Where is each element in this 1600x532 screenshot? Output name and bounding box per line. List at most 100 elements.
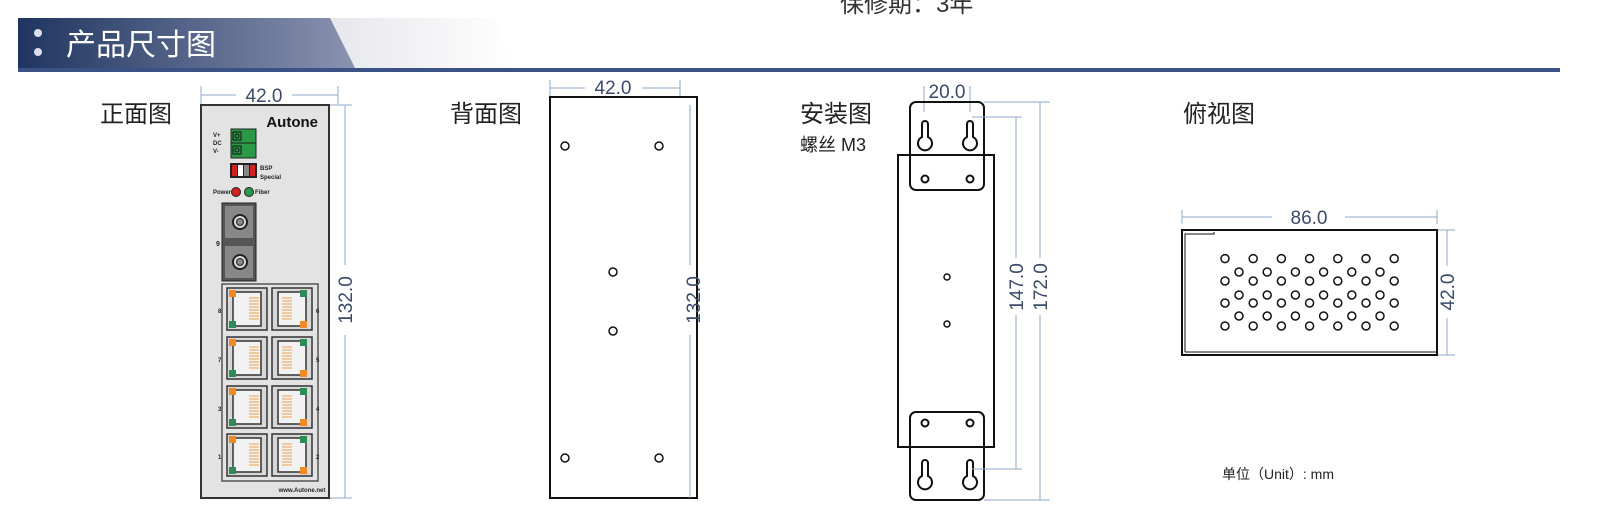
port-number-label: 7	[218, 358, 222, 364]
section-title: 产品尺寸图	[66, 29, 216, 62]
total-height-dim: 172.0	[1031, 263, 1052, 311]
vent-hole	[1304, 321, 1315, 331]
rj45-port: 8	[218, 287, 268, 331]
v-minus-label: V-	[213, 149, 219, 155]
dip-switch	[230, 163, 257, 178]
vent-hole	[1262, 290, 1272, 300]
vent-hole	[1361, 298, 1371, 308]
header-rule	[18, 68, 1560, 72]
top-depth-dim: 42.0	[1438, 274, 1459, 311]
vent-hole	[1389, 298, 1399, 308]
vent-hole	[1248, 321, 1258, 331]
port-number-label: 6	[316, 309, 320, 315]
vent-hole	[1290, 311, 1301, 321]
section-header: 保修期：3年 产品尺寸图	[18, 0, 1560, 72]
mount-view: 安装图 螺丝 M3 20.0 147.0 172.0	[800, 82, 1052, 501]
vent-hole	[1304, 276, 1315, 286]
rj45-ports: 8 6 7 5 3 4 1 2	[218, 287, 320, 477]
vent-hole	[1333, 321, 1343, 331]
vent-hole	[1248, 253, 1258, 264]
vent-hole	[1333, 276, 1343, 286]
power-terminal	[230, 128, 257, 159]
vent-hole	[1347, 267, 1357, 277]
port-number-label: 2	[316, 455, 320, 461]
screw-spec: 螺丝 M3	[800, 135, 866, 155]
top-width-dim: 86.0	[1291, 208, 1328, 229]
vent-holes	[1220, 253, 1399, 331]
vent-hole	[1234, 267, 1244, 277]
rj45-port: 1	[218, 433, 268, 477]
vent-hole	[1248, 276, 1258, 286]
front-view-label: 正面图	[100, 100, 172, 128]
top-view-label: 俯视图	[1183, 100, 1255, 128]
website-text: www.Autone.net	[278, 488, 326, 494]
vent-hole	[1375, 311, 1385, 321]
keyhole-icons	[917, 120, 978, 491]
front-width-dim: 42.0	[246, 86, 283, 107]
power-led-icon	[231, 187, 241, 197]
rj45-port: 6	[271, 287, 320, 331]
vent-hole	[1333, 298, 1343, 308]
vent-hole	[1262, 267, 1272, 277]
port-number-label: 4	[316, 407, 320, 413]
rj45-port: 7	[218, 336, 268, 380]
vent-hole	[1318, 311, 1329, 321]
vent-hole	[1234, 290, 1244, 300]
special-label: Special	[260, 175, 281, 181]
vent-hole	[1375, 290, 1385, 300]
back-height-dim: 132.0	[684, 276, 705, 324]
fiber-led-label: Fiber	[255, 190, 270, 196]
bracket-dim: 20.0	[929, 82, 966, 103]
vent-hole	[1276, 253, 1287, 264]
vent-hole	[1389, 276, 1399, 286]
vent-hole	[1333, 253, 1343, 264]
rj45-port: 3	[218, 385, 268, 429]
rj45-port: 4	[271, 385, 320, 429]
fiber-led-icon	[244, 187, 254, 197]
hole-span-dim: 147.0	[1007, 263, 1028, 311]
dc-label: DC	[213, 141, 222, 147]
vent-hole	[1347, 311, 1357, 321]
brand-logo: Autone	[266, 114, 318, 131]
vent-hole	[1276, 276, 1287, 286]
vent-hole	[1375, 267, 1385, 277]
vent-hole	[1220, 298, 1230, 308]
vent-hole	[1276, 298, 1287, 308]
vent-hole	[1262, 311, 1272, 321]
vent-hole	[1290, 267, 1301, 277]
power-led-label: Power	[213, 190, 232, 196]
port-number-label: 3	[218, 407, 222, 413]
vent-hole	[1304, 253, 1315, 264]
rj45-port: 5	[271, 336, 320, 380]
vent-hole	[1389, 321, 1399, 331]
vent-hole	[1361, 276, 1371, 286]
back-view: 背面图 42.0 132.0	[450, 78, 705, 499]
vent-hole	[1220, 321, 1230, 331]
vent-hole	[1290, 290, 1301, 300]
mount-view-label: 安装图	[800, 100, 872, 128]
top-view: 俯视图 86.0 42.0 单位（Unit）: mm	[1181, 100, 1459, 482]
front-view: 正面图 42.0 132.0 Autone V+ DC V- BSP Speci…	[100, 86, 357, 499]
fiber-port	[221, 202, 257, 282]
port-number-label: 1	[218, 455, 222, 461]
port-number-label: 5	[316, 358, 320, 364]
vent-hole	[1318, 290, 1329, 300]
bsp-label: BSP	[260, 166, 272, 172]
vent-hole	[1389, 253, 1399, 264]
warranty-text: 保修期：3年	[840, 0, 973, 18]
port-number-label: 8	[218, 309, 222, 315]
vent-hole	[1361, 253, 1371, 264]
back-width-dim: 42.0	[595, 78, 632, 99]
vent-hole	[1248, 298, 1258, 308]
v-plus-label: V+	[213, 133, 221, 139]
vent-hole	[1361, 321, 1371, 331]
vent-hole	[1347, 290, 1357, 300]
back-holes	[560, 141, 664, 463]
vent-hole	[1220, 253, 1230, 264]
vent-hole	[1234, 311, 1244, 321]
unit-note: 单位（Unit）: mm	[1222, 466, 1334, 482]
front-height-dim: 132.0	[336, 276, 357, 324]
vent-hole	[1220, 276, 1230, 286]
fiber-port-label: 9	[216, 241, 220, 248]
